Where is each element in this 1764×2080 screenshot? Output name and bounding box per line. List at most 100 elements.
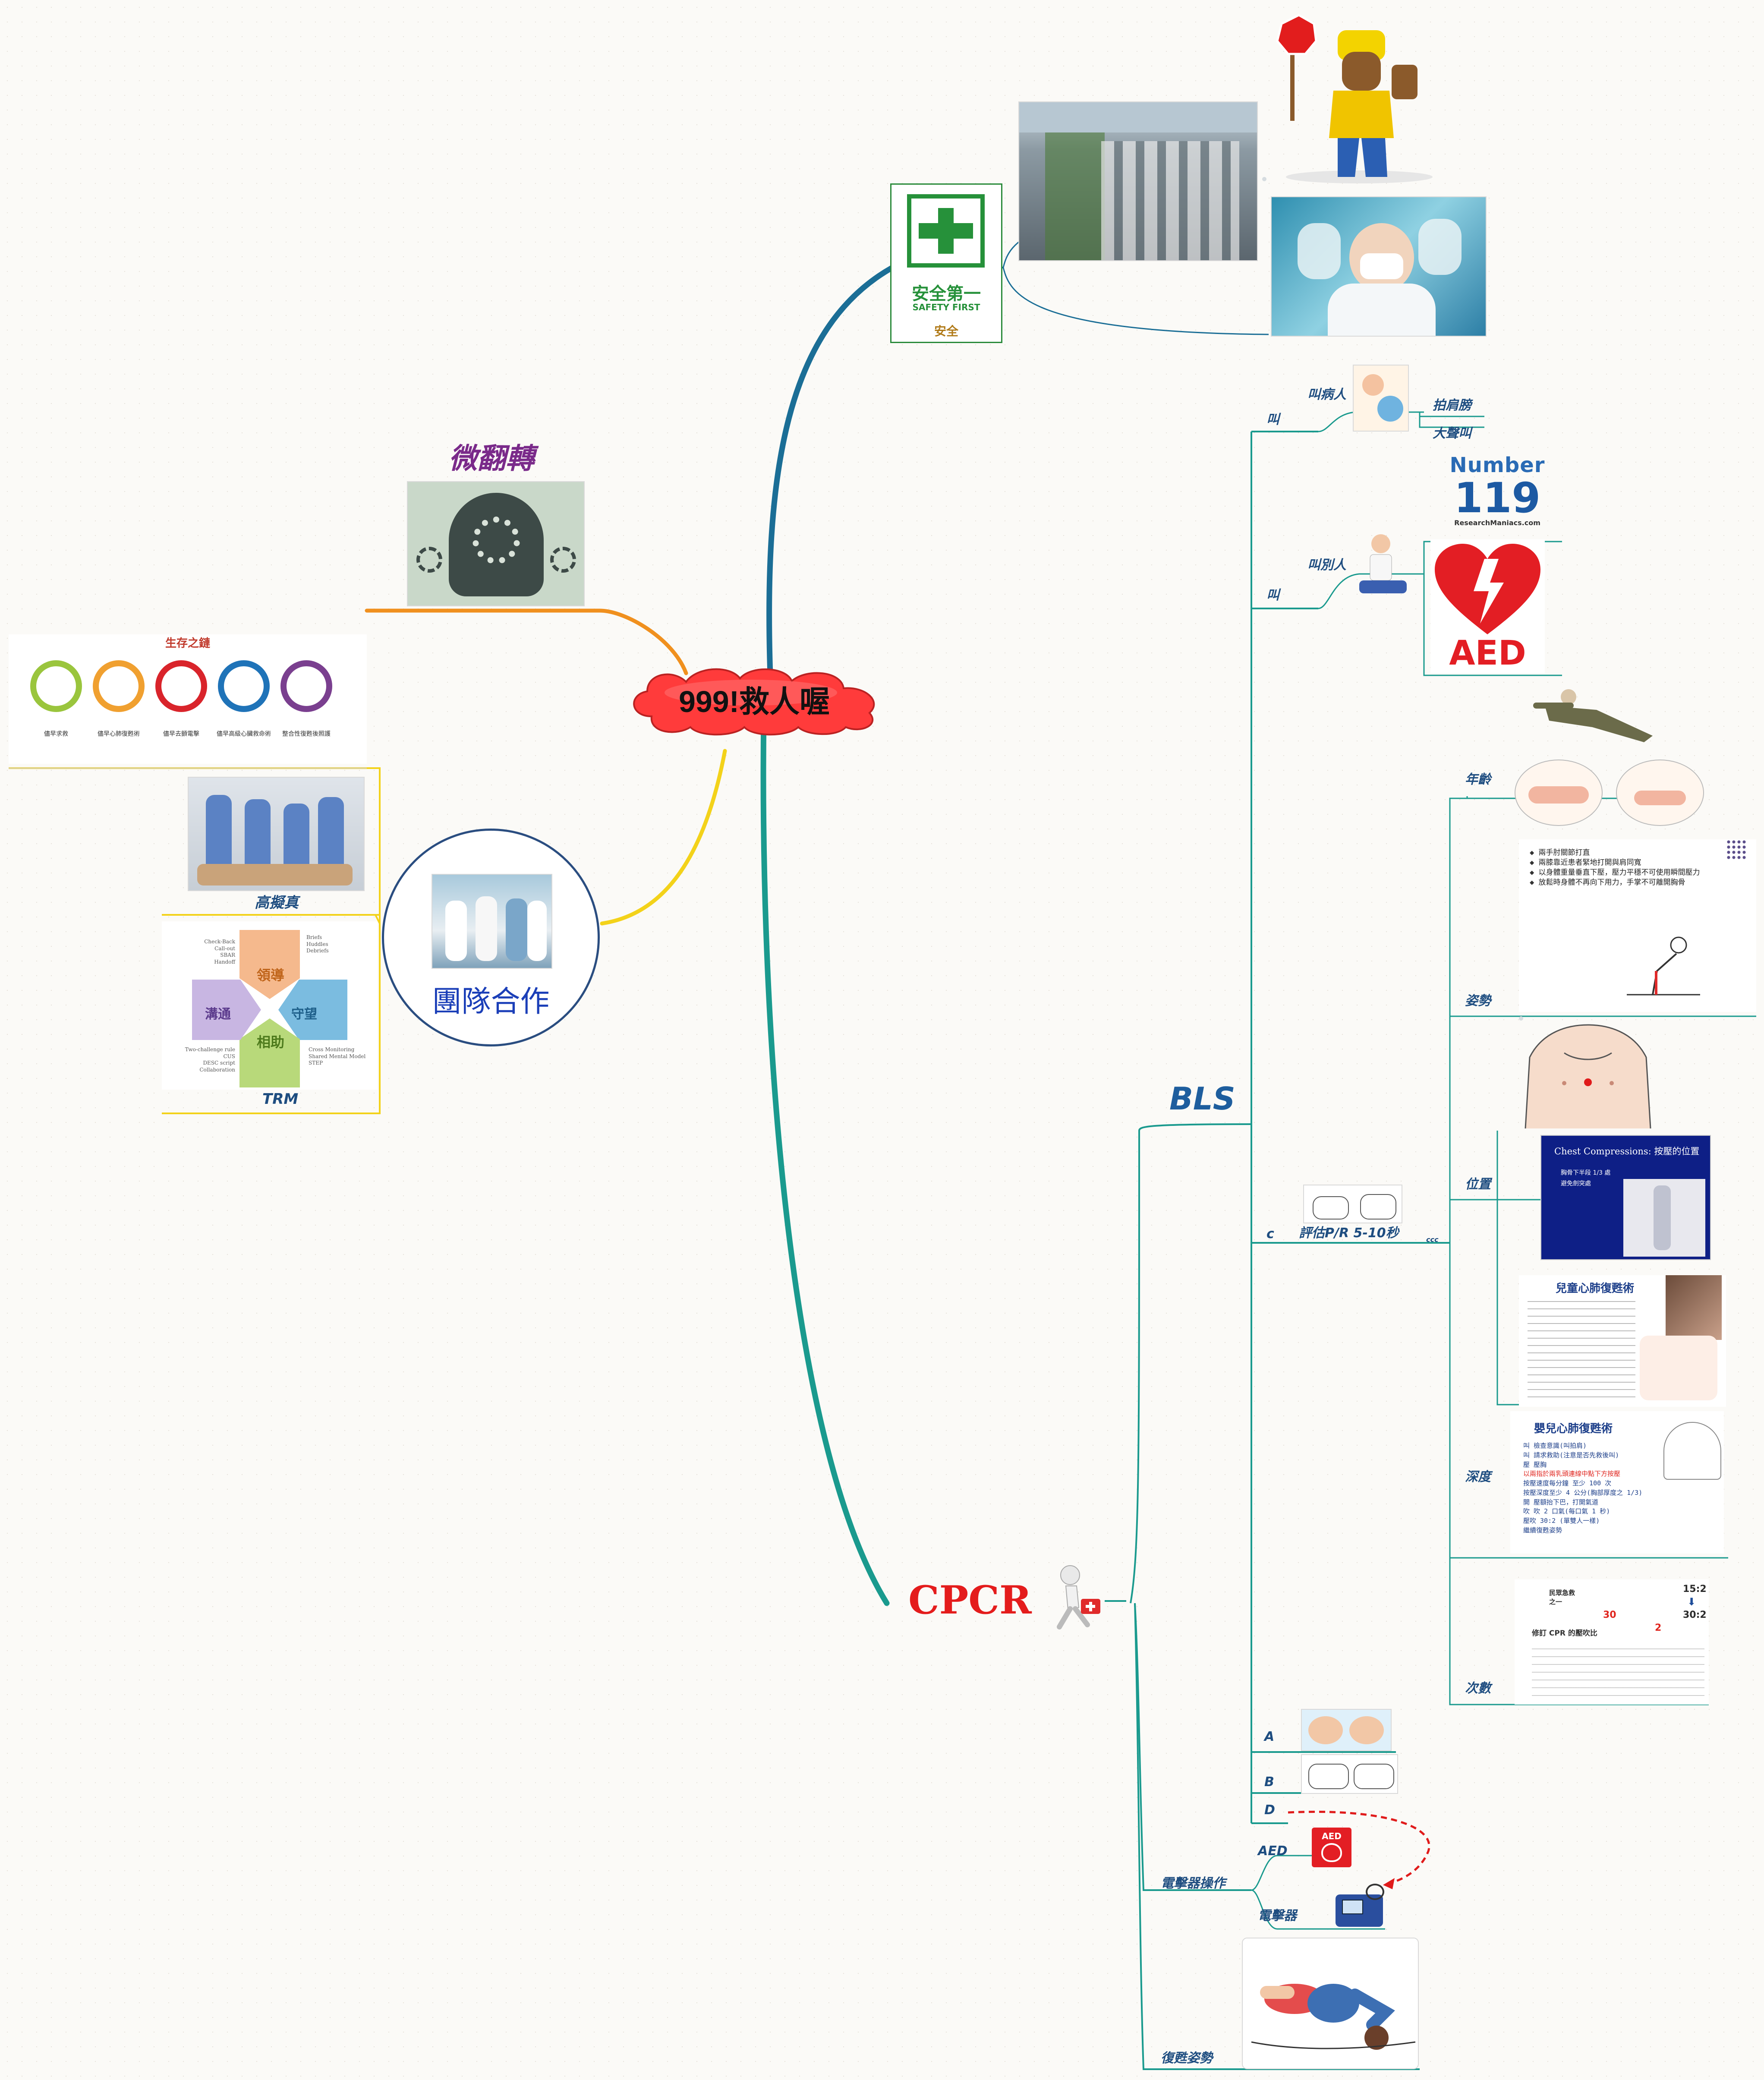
trm-diagram: 領導 守望 相助 溝通 Check-Back Call-out SBAR Han… <box>162 921 378 1090</box>
trm-note-rt-2: Huddles <box>306 941 328 947</box>
chain-link-5 <box>280 660 332 712</box>
infant-cpr-slide: 嬰兒心肺復甦術 叫 檢查意識(叫拍肩) 叫 請求救助(注意是否先救後叫) 壓 壓… <box>1510 1411 1724 1554</box>
call-branch-1[interactable]: 叫 <box>1266 412 1279 427</box>
masked-nurse-photo <box>1271 196 1487 337</box>
adult-victim-clipart <box>1528 686 1661 747</box>
infant-cpr-line-2: 叫 請求救助(注意是否先救後叫) <box>1523 1451 1619 1459</box>
recovery-position-label[interactable]: 復甦姿勢 <box>1161 2051 1213 2066</box>
chain-link-3 <box>155 660 207 712</box>
trm-note-lt-2: Call-out <box>214 945 235 952</box>
aed-label[interactable]: AED <box>1258 1844 1288 1859</box>
trm-communication-text: 溝通 <box>205 1007 231 1022</box>
cpcr-title[interactable]: CPCR <box>908 1577 1032 1623</box>
infant-cpr-line-7: 開 壓額抬下巴，打開氣道 <box>1523 1498 1599 1506</box>
safety-sign-sub-text: SAFETY FIRST <box>912 302 980 312</box>
branch-micro-flip <box>365 608 688 675</box>
a-branch[interactable]: A <box>1264 1729 1275 1744</box>
safety-sign-main-text: 安全第一 <box>912 284 981 304</box>
trm-note-rt-3: Debriefs <box>306 948 329 954</box>
infant-cpr-circle <box>1616 760 1704 826</box>
teamwork-node[interactable]: 團隊合作 <box>382 829 600 1046</box>
call-branch-2[interactable]: 叫 <box>1266 588 1279 603</box>
safety-label: 安全 <box>934 324 958 338</box>
call-patient-label[interactable]: 叫病人 <box>1307 387 1346 402</box>
high-fidelity-label[interactable]: 高擬真 <box>255 894 299 911</box>
compression-ratio-slide: 民眾急救之一 30 2 15:2 ⬇ 30:2 修訂 CPR 的壓吹比 <box>1515 1579 1709 1705</box>
aed-logo-text: AED <box>1449 634 1526 673</box>
count-ratio-new: 30:2 <box>1683 1610 1707 1620</box>
aed-small-icon-text: AED <box>1322 1831 1342 1841</box>
posture-point-3: 以身體重量垂直下壓，壓力平穩不可使用瞬間壓力 <box>1530 868 1728 878</box>
count-label[interactable]: 次數 <box>1465 1681 1491 1696</box>
chain-link-1 <box>30 660 82 712</box>
trm-leadership-text: 領導 <box>257 967 285 983</box>
count-ratio-a: 30 <box>1603 1610 1616 1620</box>
position-label[interactable]: 位置 <box>1465 1177 1491 1192</box>
central-topic[interactable]: 999!救人喔 <box>678 684 830 719</box>
bls-title[interactable]: BLS <box>1169 1081 1235 1117</box>
safety-sign[interactable]: 安全第一 SAFETY FIRST 安全 <box>890 183 1002 343</box>
shout-loudly-label[interactable]: 大聲叫 <box>1433 426 1471 441</box>
child-cpr-circle <box>1515 760 1603 826</box>
defib-operation-label[interactable]: 電擊器操作 <box>1161 1876 1225 1891</box>
chain-caption-5: 整合性復甦後照護 <box>282 731 331 737</box>
posture-points: 兩手肘關節打直 兩膝靠近患者緊地打開與肩同寬 以身體重量垂直下壓，壓力平穩不可使… <box>1530 848 1728 888</box>
c-branch-side-mark: ccc <box>1426 1235 1439 1244</box>
branch-safety <box>766 265 895 678</box>
trm-note-lb-1: Two-challenge rule <box>185 1046 235 1053</box>
child-cpr-title: 兒童心肺復甦術 <box>1556 1282 1635 1295</box>
trm-note-rb-2: Shared Mental Model <box>309 1053 366 1059</box>
posture-slide: 兩手肘關節打直 兩膝靠近患者緊地打開與肩同寬 以身體重量垂直下壓，壓力平穩不可使… <box>1519 839 1756 1012</box>
breathing-clipart <box>1301 1754 1398 1794</box>
team-doctors-photo <box>432 874 552 969</box>
assess-pr-label[interactable]: 評估P/R 5-10秒 <box>1299 1226 1399 1241</box>
depth-label[interactable]: 深度 <box>1465 1469 1491 1484</box>
teamwork-title: 團隊合作 <box>432 985 550 1019</box>
defibrillator-device-clipart <box>1331 1881 1387 1929</box>
posture-point-1: 兩手肘關節打直 <box>1530 848 1728 858</box>
branch-teamwork <box>600 749 727 926</box>
chain-link-2 <box>93 660 145 712</box>
infant-cpr-title: 嬰兒心肺復甦術 <box>1534 1422 1613 1435</box>
phone-calling-clipart <box>1351 529 1411 602</box>
tap-shoulder-label[interactable]: 拍肩膀 <box>1433 398 1471 413</box>
position-slide-bullet-2: 避免劍突處 <box>1561 1180 1591 1187</box>
age-label[interactable]: 年齡 <box>1465 772 1491 787</box>
infant-cpr-line-6: 按壓深度至少 4 公分(胸部厚度之 1/3) <box>1523 1488 1643 1497</box>
compression-posture-clipart <box>1618 930 1704 1008</box>
trm-note-lb-3: DESC script <box>203 1060 235 1066</box>
central-cloud[interactable] <box>621 665 889 736</box>
child-cpr-photo <box>1666 1275 1722 1340</box>
high-fidelity-sim-photo <box>188 777 365 891</box>
c-branch[interactable]: c <box>1266 1226 1274 1242</box>
d-branch[interactable]: D <box>1264 1803 1275 1818</box>
trm-note-lt-3: SBAR <box>220 952 235 958</box>
micro-flip-title[interactable]: 微翻轉 <box>449 442 534 475</box>
chain-title: 生存之鏈 <box>165 637 210 650</box>
trm-note-rt-1: Briefs <box>306 934 322 940</box>
posture-point-4: 放鬆時身體不再向下用力，手掌不可離開胸骨 <box>1530 878 1728 888</box>
trm-label[interactable]: TRM <box>262 1090 299 1108</box>
infant-cpr-line-1: 叫 檢查意識(叫拍肩) <box>1523 1442 1587 1450</box>
airway-clipart <box>1301 1709 1392 1751</box>
infant-cpr-line-3: 壓 壓胸 <box>1523 1460 1547 1469</box>
trm-note-lt-1: Check-Back <box>204 939 235 945</box>
b-branch[interactable]: B <box>1264 1774 1274 1790</box>
chest-position-illustration <box>1517 1023 1659 1129</box>
gears-head-illustration <box>407 481 585 606</box>
chain-caption-1: 儘早求救 <box>44 731 68 737</box>
age-illustration <box>1510 686 1709 826</box>
number-119-logo: Number 119 ResearchManiacs.com <box>1443 453 1551 535</box>
d-to-defibrillator-arrow <box>1288 1810 1430 1885</box>
green-cross-icon <box>907 194 985 268</box>
trm-assist-text: 相助 <box>257 1034 285 1050</box>
posture-label[interactable]: 姿勢 <box>1465 993 1491 1008</box>
branch-cpcr <box>760 713 890 1606</box>
call-others-label[interactable]: 叫別人 <box>1307 558 1346 573</box>
check-pulse-clipart <box>1303 1185 1402 1223</box>
chain-caption-4: 儘早高級心臟救命術 <box>217 731 271 737</box>
defibrillator-label[interactable]: 電擊器 <box>1258 1908 1297 1923</box>
infant-cpr-line-8: 吹 吹 2 口氣(每口氣 1 秒) <box>1523 1507 1610 1516</box>
child-cpr-slide: 兒童心肺復甦術 <box>1519 1275 1726 1407</box>
infant-cpr-line-9: 壓吹 30:2 (單雙人一樣) <box>1523 1517 1600 1525</box>
